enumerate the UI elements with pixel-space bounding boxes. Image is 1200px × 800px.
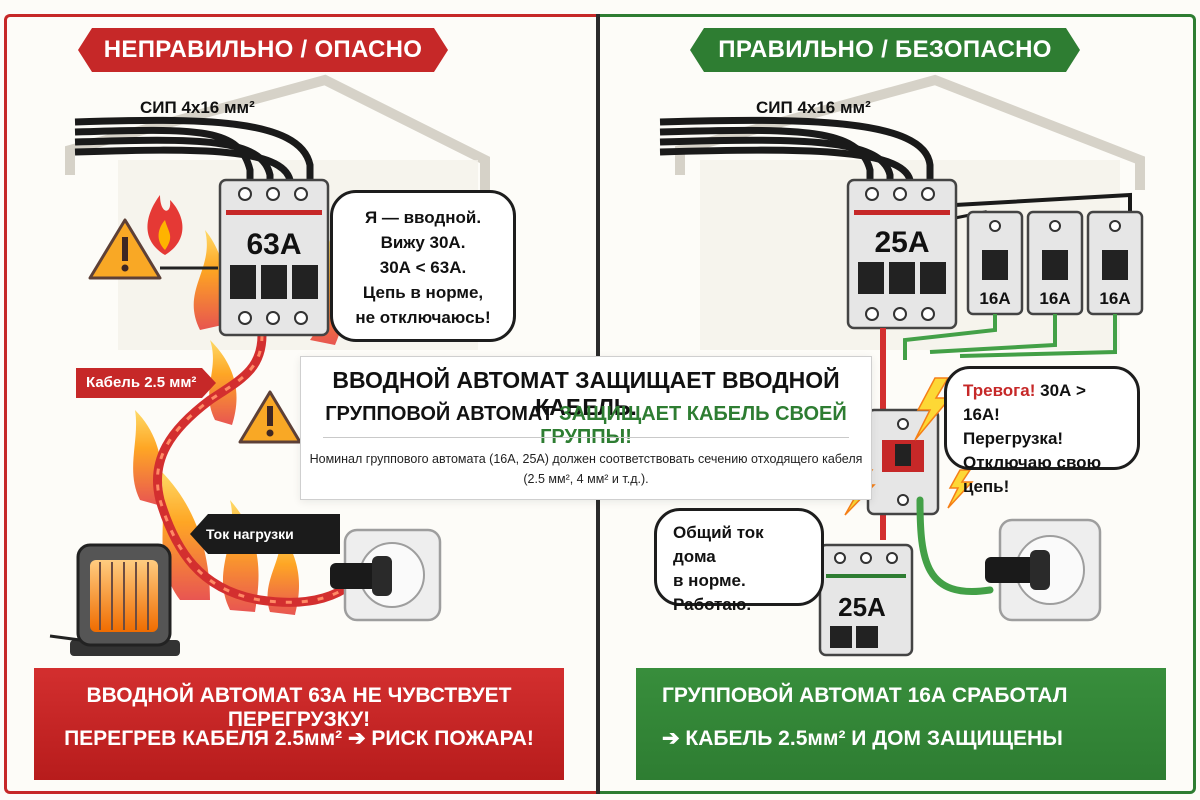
footer-safe-line2: ➔ КАБЕЛЬ 2.5мм² И ДОМ ЗАЩИЩЕНЫ: [662, 727, 1063, 750]
alarm-line: Перегрузка!: [963, 429, 1064, 448]
ribbon-wrong: НЕПРАВИЛЬНО / ОПАСНО: [78, 28, 448, 72]
left-panel-frame: [4, 14, 598, 794]
footer-danger: ВВОДНОЙ АВТОМАТ 63А НЕ ЧУВСТВУЕТ ПЕРЕГРУ…: [34, 668, 564, 780]
center-note-line: (2.5 мм², 4 мм² и т.д.).: [523, 472, 649, 486]
ribbon-right: ПРАВИЛЬНО / БЕЗОПАСНО: [690, 28, 1080, 72]
sip-cables-right: [659, 116, 934, 185]
footer-danger-line1: ВВОДНОЙ АВТОМАТ 63А НЕ ЧУВСТВУЕТ ПЕРЕГРУ…: [86, 684, 512, 731]
fire-icon: [147, 195, 183, 255]
group-breaker: 16А: [1086, 210, 1144, 316]
bubble-line: Вижу 30А.: [380, 233, 466, 252]
bubble-line: Цепь в норме,: [362, 283, 484, 302]
main-breaker-25a: 25А: [846, 178, 958, 330]
footer-danger-line2: ПЕРЕГРЕВ КАБЕЛЯ 2.5мм² ➔ РИСК ПОЖАРА!: [64, 727, 534, 750]
plug-icon: [330, 556, 392, 596]
speech-bubble-ok: Общий ток дома в норме. Работаю.: [654, 508, 824, 614]
lower-breaker-25a: 25А: [818, 543, 914, 657]
center-headline: ВВОДНОЙ АВТОМАТ ЗАЩИЩАЕТ ВВОДНОЙ КАБЕЛЬ.: [332, 367, 840, 420]
sip-cables-left: [74, 116, 314, 210]
main-breaker-rating-right: 25А: [874, 226, 929, 259]
sip-label-right: СИП 4х16 мм²: [756, 98, 871, 117]
center-note-line: Номинал группового автомата (16А, 25А) д…: [309, 452, 863, 466]
lower-breaker-rating: 25А: [838, 592, 886, 622]
footer-safe-line1: ГРУППОВОЙ АВТОМАТ 16А СРАБОТАЛ: [662, 684, 1068, 707]
bubble-line: не отключаюсь!: [355, 308, 491, 327]
group-breaker: 16А: [966, 210, 1024, 316]
speech-bubble-main-breaker: Я — вводной. Вижу 30А. 30А < 63А. Цепь в…: [330, 190, 516, 342]
right-panel-frame: [598, 14, 1196, 794]
load-current-tag: Ток нагрузки 30А: [190, 514, 340, 554]
speech-bubble-alarm: Тревога! 30А > 16А! Перегрузка! Отключаю…: [944, 366, 1140, 496]
warning-icon: [88, 218, 162, 280]
group-breaker-rating: 16А: [979, 289, 1010, 308]
cable-size-tag: Кабель 2.5 мм²: [76, 368, 216, 398]
center-subheadline-start: ГРУППОВОЙ АВТОМАТ: [325, 403, 560, 425]
bubble-line: Я — вводной.: [364, 208, 482, 227]
ok-line: Общий ток дома: [673, 523, 764, 566]
warning-icon: [238, 390, 302, 444]
main-breaker-rating: 63А: [246, 228, 301, 261]
alarm-line: Тревога! 30А > 16А!: [963, 379, 1121, 427]
center-note: Номинал группового автомата (16А, 25А) д…: [301, 449, 871, 489]
group-breaker-rating: 16А: [1039, 289, 1070, 308]
alarm-rest: 30А > 16А!: [963, 381, 1086, 424]
main-breaker-63a: 63А: [218, 178, 330, 337]
group-breaker-rating: 16А: [1099, 289, 1130, 308]
center-divider-line: [323, 437, 849, 438]
alarm-line: Отключаю свою цепь!: [963, 453, 1102, 496]
ok-line: в норме.: [673, 571, 746, 590]
alarm-word: Тревога!: [963, 381, 1036, 400]
ok-line: Работаю.: [673, 595, 752, 614]
sip-label-left: СИП 4х16 мм²: [140, 98, 255, 117]
center-subheadline-green: ЗАЩИЩАЕТ КАБЕЛЬ СВОЕЙ ГРУППЫ!: [540, 403, 847, 448]
footer-safe: ГРУППОВОЙ АВТОМАТ 16А СРАБОТАЛ ➔ КАБЕЛЬ …: [636, 668, 1166, 780]
center-explanation: ВВОДНОЙ АВТОМАТ ЗАЩИЩАЕТ ВВОДНОЙ КАБЕЛЬ.…: [300, 356, 872, 500]
heater-icon: [49, 543, 180, 656]
plug-icon: [985, 550, 1050, 590]
group-breaker: 16А: [1026, 210, 1084, 316]
load-label: Ток нагрузки: [206, 526, 294, 542]
center-subheadline: ГРУППОВОЙ АВТОМАТ ЗАЩИЩАЕТ КАБЕЛЬ СВОЕЙ …: [301, 403, 871, 449]
bubble-line: 30А < 63А.: [379, 258, 467, 277]
